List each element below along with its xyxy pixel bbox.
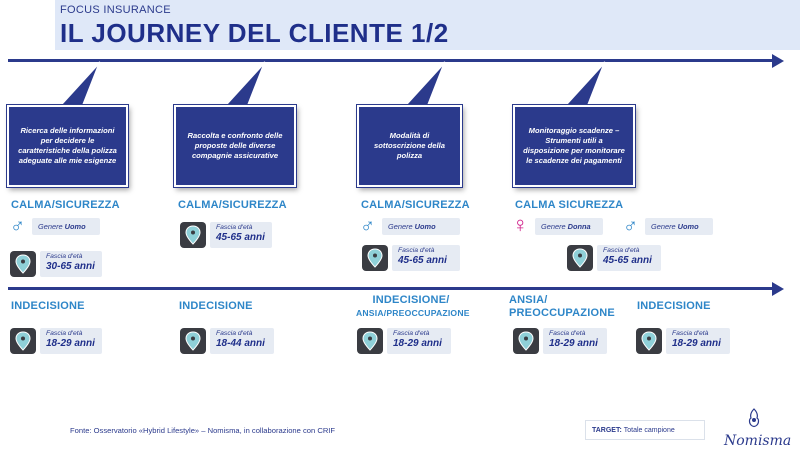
map-pin-icon	[357, 328, 383, 354]
mood-bottom-4-line2: PREOCCUPAZIONE	[509, 307, 615, 319]
map-pin-icon	[180, 222, 206, 248]
male-symbol-icon: ♂	[623, 215, 638, 237]
callout-step-1-text: Ricerca delle informazioni per decidere …	[18, 126, 117, 165]
map-pin-icon	[362, 245, 388, 271]
age-label: Fascia d'età	[46, 330, 83, 337]
age-value: 18-44 anni	[216, 338, 265, 349]
gender-box-3: Genere Uomo	[382, 218, 460, 235]
age-value: 45-65 anni	[603, 255, 652, 266]
age-label: Fascia d'età	[672, 330, 709, 337]
header-band	[55, 0, 800, 50]
age-label: Fascia d'età	[46, 253, 83, 260]
gender-value: Donna	[567, 222, 591, 231]
age-label: Fascia d'età	[603, 247, 640, 254]
mood-top-1: CALMA/SICUREZZA	[11, 199, 120, 211]
target-label: TARGET:	[592, 427, 624, 434]
mood-bottom-5: INDECISIONE	[637, 300, 711, 312]
callout-tail-4	[560, 61, 606, 109]
mood-bottom-1: INDECISIONE	[11, 300, 85, 312]
nomisma-logo-icon	[748, 408, 760, 428]
callout-step-2: Raccolta e confronto delle proposte dell…	[174, 105, 296, 187]
target-value: Totale campione	[623, 427, 675, 434]
age-box-bottom-2: Fascia d'età 18-44 anni	[210, 328, 274, 354]
age-label: Fascia d'età	[549, 330, 586, 337]
age-value: 18-29 anni	[549, 338, 598, 349]
page-title: IL JOURNEY DEL CLIENTE 1/2	[60, 18, 449, 48]
age-value: 30-65 anni	[46, 261, 95, 272]
callout-step-2-text: Raccolta e confronto delle proposte dell…	[187, 131, 283, 160]
mood-top-2: CALMA/SICUREZZA	[178, 199, 287, 211]
male-symbol-icon: ♂	[360, 215, 375, 237]
callout-step-3-text: Modalità di sottoscrizione della polizza	[374, 131, 445, 160]
map-pin-icon	[567, 245, 593, 271]
age-box-top-1: Fascia d'età 30-65 anni	[40, 251, 102, 277]
age-label: Fascia d'età	[216, 330, 253, 337]
callout-step-3: Modalità di sottoscrizione della polizza	[357, 105, 462, 187]
timeline-bottom-arrowhead	[772, 282, 784, 296]
mood-top-4: CALMA SICUREZZA	[515, 199, 624, 211]
age-box-top-4: Fascia d'età 45-65 anni	[597, 245, 661, 271]
timeline-top-arrowhead	[772, 54, 784, 68]
map-pin-icon	[10, 328, 36, 354]
logo-text: Nomisma	[724, 433, 792, 449]
gender-value: Uomo	[64, 222, 86, 231]
gender-label: Genere	[388, 222, 413, 231]
age-label: Fascia d'età	[216, 224, 253, 231]
mood-bottom-3-line1: INDECISIONE/	[372, 294, 450, 306]
mood-bottom-3-line2: ANSIA/PREOCCUPAZIONE	[356, 308, 470, 318]
gender-label: Genere	[651, 222, 676, 231]
kicker: FOCUS INSURANCE	[60, 4, 171, 16]
gender-label: Genere	[541, 222, 566, 231]
map-pin-icon	[10, 251, 36, 277]
age-value: 45-65 anni	[398, 255, 447, 266]
age-box-top-3: Fascia d'età 45-65 anni	[392, 245, 460, 271]
age-value: 18-29 anni	[393, 338, 442, 349]
nomisma-logo: Nomisma	[724, 408, 792, 449]
callout-step-1: Ricerca delle informazioni per decidere …	[7, 105, 128, 187]
gender-box-4-female: Genere Donna	[535, 218, 603, 235]
gender-value: Uomo	[414, 222, 436, 231]
mood-bottom-3: INDECISIONE/ ANSIA/PREOCCUPAZIONE	[356, 294, 470, 320]
age-box-bottom-5: Fascia d'età 18-29 anni	[666, 328, 730, 354]
female-symbol-icon: ♀	[512, 212, 529, 237]
age-box-bottom-1: Fascia d'età 18-29 anni	[40, 328, 102, 354]
gender-value: Uomo	[677, 222, 699, 231]
mood-bottom-2: INDECISIONE	[179, 300, 253, 312]
callout-tail-2	[220, 61, 266, 109]
gender-label: Genere	[38, 222, 63, 231]
age-label: Fascia d'età	[398, 247, 435, 254]
map-pin-icon	[513, 328, 539, 354]
target-box: TARGET: Totale campione	[585, 420, 705, 440]
age-box-top-2: Fascia d'età 45-65 anni	[210, 222, 272, 248]
mood-bottom-4: ANSIA/ PREOCCUPAZIONE	[509, 294, 615, 320]
timeline-top	[8, 59, 774, 62]
source-note: Fonte: Osservatorio «Hybrid Lifestyle» –…	[70, 426, 336, 435]
male-symbol-icon: ♂	[10, 215, 25, 237]
age-box-bottom-4: Fascia d'età 18-29 anni	[543, 328, 607, 354]
gender-box-4-male: Genere Uomo	[645, 218, 713, 235]
mood-top-3: CALMA/SICUREZZA	[361, 199, 470, 211]
age-label: Fascia d'età	[393, 330, 430, 337]
age-value: 18-29 anni	[46, 338, 95, 349]
map-pin-icon	[636, 328, 662, 354]
gender-box-1: Genere Uomo	[32, 218, 100, 235]
callout-tail-1	[55, 61, 101, 109]
age-value: 18-29 anni	[672, 338, 721, 349]
timeline-bottom	[8, 287, 774, 290]
callout-tail-3	[400, 61, 446, 109]
mood-bottom-4-line1: ANSIA/	[509, 294, 548, 306]
age-box-bottom-3: Fascia d'età 18-29 anni	[387, 328, 451, 354]
age-value: 45-65 anni	[216, 232, 265, 243]
map-pin-icon	[180, 328, 206, 354]
callout-step-4-text: Monitoraggio scadenze – Strumenti utili …	[523, 126, 625, 165]
callout-step-4: Monitoraggio scadenze – Strumenti utili …	[513, 105, 635, 187]
